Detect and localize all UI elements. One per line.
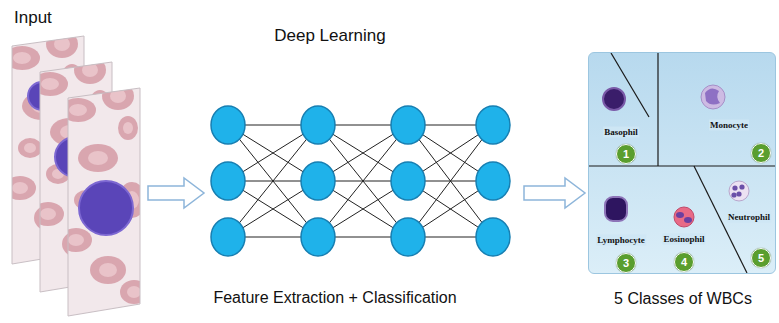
red-cell (120, 280, 148, 304)
class-panel: 5 Classes of WBCs12345BasophilMonocyteLy… (588, 52, 776, 274)
class-number: 1 (616, 144, 636, 164)
red-cell (32, 202, 64, 226)
red-cell-center (68, 234, 84, 246)
region-line (657, 53, 658, 166)
neuron (391, 106, 425, 144)
neutrophil-lobe (739, 184, 744, 189)
number-text: 4 (681, 256, 687, 268)
red-cell (118, 116, 138, 140)
number-text: 3 (623, 257, 629, 269)
neuron (476, 106, 510, 144)
neuron (476, 162, 510, 200)
neutrophil-lobe (732, 185, 737, 190)
red-cell (18, 138, 42, 158)
class-name: Neutrophil (727, 212, 771, 223)
block-arrow (148, 178, 204, 208)
neuron (211, 106, 245, 144)
class-name: Basophil (603, 127, 639, 138)
red-cell (4, 176, 36, 200)
number-text: 1 (623, 148, 629, 160)
number-text: 2 (758, 147, 764, 159)
red-cell-center (13, 52, 31, 64)
basophil-cell (603, 88, 625, 110)
smear-image (60, 82, 148, 316)
red-cell-center (41, 78, 59, 90)
neuron (211, 162, 245, 200)
class-name: Monocyte (709, 120, 749, 131)
class-name: Lymphocyte (596, 235, 646, 246)
network-block: Deep LearningFeature Extraction + Classi… (207, 22, 520, 318)
neuron (391, 162, 425, 200)
input-stack: Input (10, 6, 144, 318)
region-line (589, 165, 775, 166)
neuron (211, 218, 245, 256)
eosinophil-cell (674, 207, 694, 227)
red-cell (90, 256, 126, 284)
red-cell (46, 30, 78, 58)
red-cell (102, 82, 134, 110)
red-cell-center (99, 263, 117, 277)
neutrophil-lobe (736, 191, 741, 196)
monocyte-nucleus (705, 88, 720, 104)
neuron (301, 162, 335, 200)
red-cell (78, 144, 118, 172)
neuron (476, 218, 510, 256)
red-cell (4, 46, 40, 70)
class-number: 2 (751, 143, 771, 163)
neural-network (211, 106, 510, 256)
monocyte-cell (701, 85, 725, 109)
input-label: Input (14, 8, 52, 28)
red-cell-center (69, 104, 87, 116)
neutrophil-cell (729, 181, 749, 201)
neuron (391, 218, 425, 256)
network-caption: Feature Extraction + Classification (213, 288, 456, 307)
lymphocyte-cell (605, 197, 627, 221)
class-number: 4 (674, 252, 694, 272)
red-cell (60, 228, 92, 252)
neutrophil-lobe (731, 192, 736, 197)
block-arrow (524, 178, 585, 208)
red-cell-center (127, 286, 141, 298)
red-cell-center (12, 182, 28, 194)
class-name: Eosinophil (662, 234, 705, 245)
red-cell-center (123, 122, 133, 134)
red-cell-center (24, 143, 36, 153)
class-number: 3 (616, 253, 636, 273)
neuron (301, 218, 335, 256)
number-text: 5 (758, 252, 764, 264)
eosinophil-lobe (676, 212, 684, 218)
panel-caption: 5 Classes of WBCs (614, 289, 752, 308)
red-cell-center (40, 208, 56, 220)
neuron (301, 106, 335, 144)
red-cell (32, 72, 68, 96)
eosinophil-lobe (684, 217, 692, 223)
red-cell-center (88, 151, 108, 165)
red-cell (74, 56, 106, 84)
white-cell (79, 181, 133, 235)
image-border (68, 88, 140, 316)
class-number: 5 (751, 248, 771, 268)
network-title: Deep Learning (274, 26, 386, 46)
red-cell (60, 98, 96, 122)
